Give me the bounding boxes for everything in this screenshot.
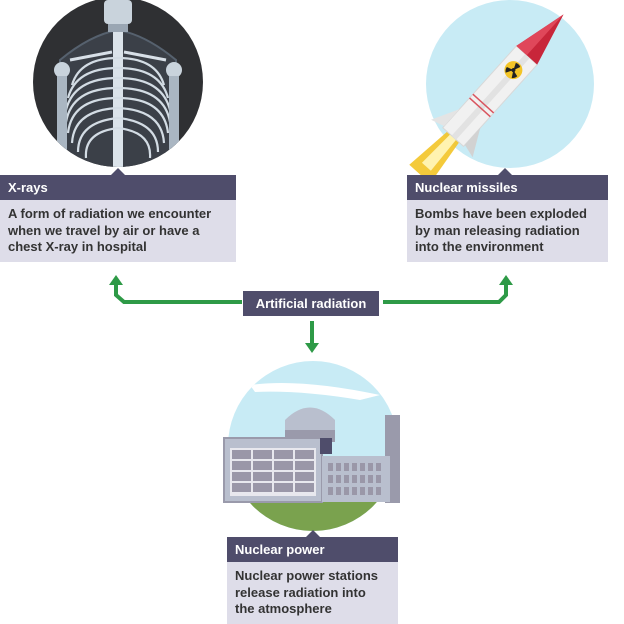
arrow-to-missiles — [383, 283, 508, 304]
ribcage-icon — [64, 56, 172, 159]
nuclear-power-description: Nuclear power stations release radiation… — [227, 562, 398, 624]
missiles-description: Bombs have been exploded by man releasin… — [407, 200, 608, 262]
xray-illustration — [33, 0, 203, 167]
nuclear-power-card: Nuclear power Nuclear power stations rel… — [227, 530, 398, 624]
pointer-notch — [498, 168, 512, 175]
arrowhead-down-icon — [305, 343, 319, 353]
radiation-symbol-icon — [504, 61, 523, 80]
building-windows — [230, 448, 381, 496]
missile-illustration — [409, 0, 594, 184]
pointer-notch — [111, 168, 125, 175]
missiles-title: Nuclear missiles — [415, 180, 518, 195]
xrays-description: A form of radiation we encounter when we… — [0, 200, 236, 262]
xrays-card: X-rays A form of radiation we encounter … — [0, 168, 236, 262]
pointer-notch — [306, 530, 320, 537]
arrow-to-xrays — [114, 283, 242, 304]
power-station-illustration — [223, 361, 400, 531]
arrowhead-up-icon — [499, 275, 513, 285]
missiles-card: Nuclear missiles Bombs have been explode… — [407, 168, 608, 262]
artificial-radiation-label: Artificial radiation — [243, 291, 379, 316]
arrowhead-up-icon — [109, 275, 123, 285]
xrays-title: X-rays — [8, 180, 48, 195]
skull-icon — [104, 0, 132, 24]
spine-icon — [113, 32, 123, 167]
nuclear-power-title: Nuclear power — [235, 542, 325, 557]
